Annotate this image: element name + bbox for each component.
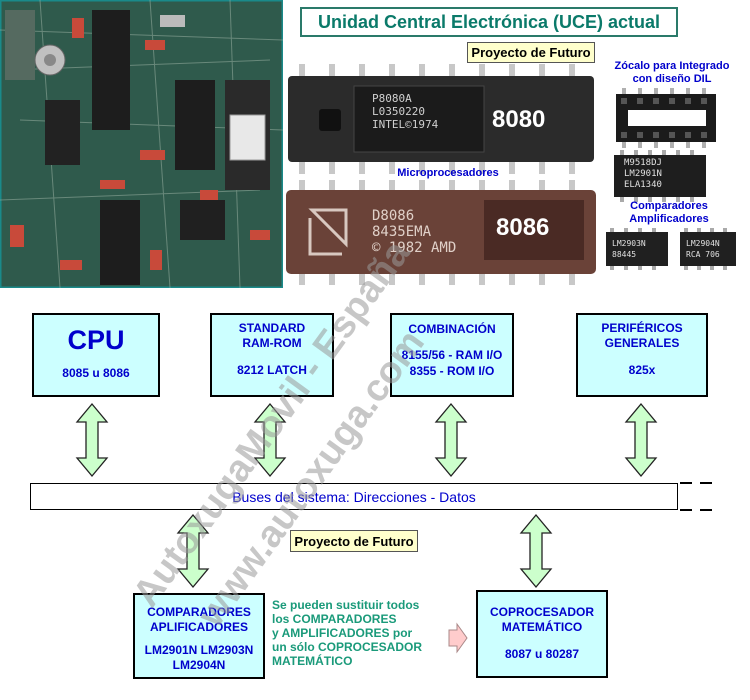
- cpu-bus-arrow: [76, 403, 108, 477]
- combinacion-block: COMBINACIÓN 8155/56 - RAM I/O 8355 - ROM…: [390, 313, 514, 397]
- coprocesador-line1: COPROCESADOR: [489, 605, 594, 619]
- perifericos-line1: PERIFÉRICOS: [601, 321, 683, 335]
- note-line1: Se pueden sustituir todos: [272, 598, 420, 612]
- chip-8080-marking-line2: L0350220: [372, 105, 425, 118]
- comparators-label-line1: Comparadores: [630, 200, 708, 212]
- coprocesador-bus-arrow: [520, 514, 552, 588]
- chip-8080-marking-line1: P8080A: [372, 92, 412, 105]
- note-line2: los COMPARADORES: [272, 612, 397, 626]
- chip-8080-image: [288, 64, 594, 174]
- perifericos-bus-arrow: [625, 403, 657, 477]
- comparadores-line3: LM2901N LM2903N: [144, 643, 254, 657]
- comparadores-block: COMPARADORES APLIFICADORES LM2901N LM290…: [133, 593, 265, 679]
- ic-lm2904-marking: LM2904N RCA 706: [686, 238, 720, 260]
- microprocessors-label: Microprocesadores: [397, 167, 499, 179]
- socket-label-line1: Zócalo para Integrado: [614, 60, 730, 72]
- future-project-tag-top: Proyecto de Futuro: [467, 42, 595, 63]
- chip-8086-marking-line3: © 1982 AMD: [372, 240, 457, 256]
- combinacion-line3: 8355 - ROM I/O: [409, 364, 495, 378]
- ic-lm2901-line1: M9518DJ: [624, 158, 662, 168]
- perifericos-line2: GENERALES: [604, 336, 680, 350]
- cpu-block: CPU 8085 u 8086: [32, 313, 160, 397]
- comparadores-line2: APLIFICADORES: [149, 620, 248, 634]
- system-bus: Buses del sistema: Direcciones - Datos: [30, 483, 678, 510]
- socket-label-line2: con diseño DIL: [632, 73, 712, 85]
- standard-line1: STANDARD: [238, 321, 306, 335]
- circuit-board-photo: [0, 0, 283, 288]
- note-line3: y AMPLIFICADORES por: [272, 626, 413, 640]
- chip-8086-marking: D8086 8435EMA © 1982 AMD: [372, 208, 456, 256]
- comparators-label: Comparadores Amplificadores: [604, 200, 734, 226]
- ic-lm2901-line3: ELA1340: [624, 180, 662, 190]
- combinacion-line2: 8155/56 - RAM I/O: [401, 348, 503, 362]
- future-project-tag-middle: Proyecto de Futuro: [290, 530, 418, 552]
- note-line5: MATEMÁTICO: [272, 654, 353, 668]
- page-title: Unidad Central Electrónica (UCE) actual: [300, 7, 678, 37]
- cpu-sub: 8085 u 8086: [62, 366, 130, 380]
- dil-socket-image: [616, 88, 716, 148]
- ic-lm2904-image: [680, 228, 736, 270]
- ic-lm2904-line2: RCA 706: [686, 250, 720, 259]
- ic-lm2904-line1: LM2904N: [686, 239, 720, 248]
- substitute-arrow-icon: [448, 622, 468, 654]
- ic-lm2901-marking: M9518DJ LM2901N ELA1340: [624, 158, 662, 191]
- note-line4: un sólo COPROCESADOR: [272, 640, 423, 654]
- comparadores-line1: COMPARADORES: [147, 605, 251, 619]
- combinacion-bus-arrow: [435, 403, 467, 477]
- coprocesador-line3: 8087 u 80287: [504, 647, 580, 661]
- ic-lm2903-line1: LM2903N: [612, 239, 646, 248]
- coprocesador-block: COPROCESADOR MATEMÁTICO 8087 u 80287: [476, 590, 608, 678]
- ic-lm2903-image: [606, 228, 668, 270]
- chip-8086-number: 8086: [496, 214, 550, 241]
- socket-label: Zócalo para Integrado con diseño DIL: [604, 60, 740, 86]
- comparadores-line4: LM2904N: [172, 658, 226, 672]
- comparators-label-line2: Amplificadores: [629, 213, 709, 225]
- ic-lm2903-line2: 88445: [612, 250, 637, 259]
- perifericos-block: PERIFÉRICOS GENERALES 825x: [576, 313, 708, 397]
- combinacion-line1: COMBINACIÓN: [408, 322, 496, 336]
- chip-8080-marking: P8080A L0350220 INTEL©1974: [372, 92, 438, 131]
- coprocesador-line2: MATEMÁTICO: [501, 620, 583, 634]
- standard-line3: 8212 LATCH: [237, 363, 307, 377]
- standard-line2: RAM-ROM: [242, 336, 302, 350]
- ic-lm2903-marking: LM2903N 88445: [612, 238, 646, 260]
- chip-8080-number: 8080: [492, 106, 546, 133]
- chip-8086-image: [286, 180, 596, 285]
- perifericos-line3: 825x: [628, 363, 656, 377]
- chip-8086-marking-line2: 8435EMA: [372, 224, 432, 240]
- bus-continuation-dashes: [680, 482, 712, 511]
- chip-8080-marking-line3: INTEL©1974: [372, 118, 439, 131]
- substitution-note: Se pueden sustituir todos los COMPARADOR…: [272, 598, 447, 668]
- standard-ram-rom-block: STANDARD RAM-ROM 8212 LATCH: [210, 313, 334, 397]
- ic-lm2901-line2: LM2901N: [624, 169, 662, 179]
- chip-8086-marking-line1: D8086: [372, 208, 415, 224]
- cpu-title: CPU: [67, 325, 125, 355]
- ic-lm2901-image: [614, 150, 706, 202]
